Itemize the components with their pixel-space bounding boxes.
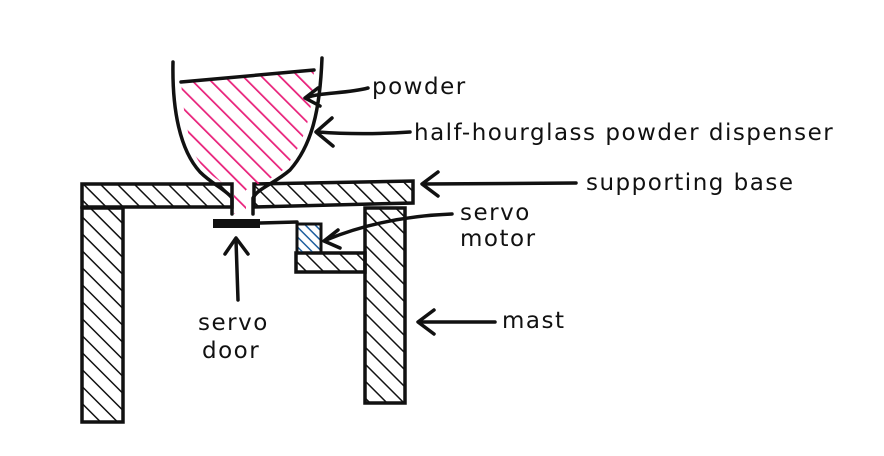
arrow-servo-motor — [322, 212, 454, 250]
label-supporting-base: supporting base — [586, 170, 795, 196]
arrow-powder — [303, 86, 370, 108]
servo-arm — [258, 220, 299, 225]
label-servo-motor-line2: motor — [460, 226, 537, 252]
arrow-dispenser — [314, 116, 412, 148]
label-mast: mast — [502, 308, 566, 334]
supporting-base-right — [252, 179, 415, 209]
arrow-base — [420, 170, 578, 198]
supporting-base — [80, 182, 234, 209]
funnel-outline — [171, 60, 234, 216]
mast-column — [363, 206, 407, 405]
label-powder: powder — [372, 74, 467, 100]
servo-motor — [295, 222, 323, 255]
label-servo-door-line2: door — [202, 338, 260, 364]
arrow-servo-door — [223, 236, 250, 302]
arrow-mast — [416, 308, 497, 336]
label-servo-door-line1: servo — [198, 310, 269, 336]
powder-level — [179, 68, 316, 84]
servo-bracket — [294, 251, 367, 274]
label-dispenser: half-hourglass powder dispenser — [414, 120, 834, 146]
label-servo-motor-line1: servo — [460, 200, 531, 226]
left-leg — [80, 206, 125, 424]
servo-door — [213, 219, 260, 228]
